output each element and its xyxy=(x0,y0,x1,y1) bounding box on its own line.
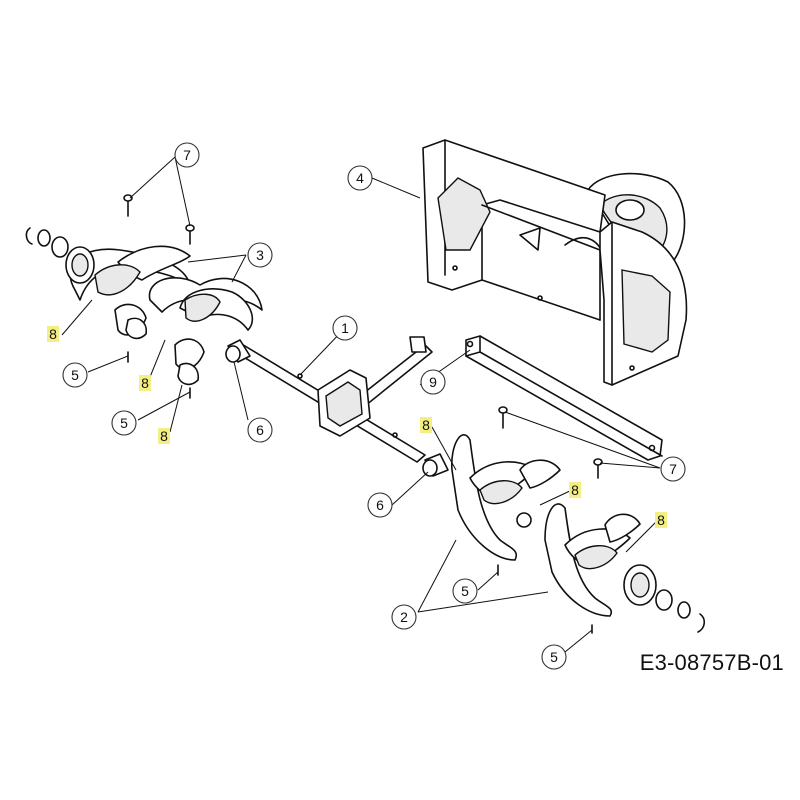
callout-label: 5 xyxy=(120,415,128,431)
callout-8-f: 8 xyxy=(655,512,667,528)
callout-5-lower-left: 5 xyxy=(111,410,137,436)
callout-label: 6 xyxy=(256,422,264,438)
callout-5-upper-left: 5 xyxy=(62,362,88,388)
callout-label: 8 xyxy=(571,482,579,498)
right-auger-assembly xyxy=(451,406,706,634)
left-auger-assembly xyxy=(25,194,263,399)
auger-shaft xyxy=(231,336,433,463)
callout-8-e: 8 xyxy=(569,482,581,498)
callout-label: 7 xyxy=(183,147,191,163)
callout-8-c: 8 xyxy=(158,428,170,444)
callout-7-top: 7 xyxy=(174,142,200,168)
callout-label: 8 xyxy=(49,326,57,342)
callout-5-right-lower: 5 xyxy=(541,644,567,670)
callout-label: 5 xyxy=(71,367,79,383)
callout-5-right-upper: 5 xyxy=(452,578,478,604)
callout-8-b: 8 xyxy=(139,375,151,391)
auger-housing xyxy=(422,139,688,386)
callout-label: 8 xyxy=(160,428,168,444)
bushing-left xyxy=(225,339,251,363)
callout-label: 8 xyxy=(141,375,149,391)
callout-3: 3 xyxy=(247,242,273,268)
callout-label: 5 xyxy=(550,649,558,665)
bushing-right xyxy=(422,453,449,477)
callout-4: 4 xyxy=(347,165,373,191)
callout-label: 6 xyxy=(376,497,384,513)
callout-6-right: 6 xyxy=(367,492,393,518)
drawing-code: E3-08757B-01 xyxy=(639,650,784,675)
callout-label: 8 xyxy=(657,512,665,528)
callout-label: 5 xyxy=(461,583,469,599)
callout-label: 7 xyxy=(669,461,677,477)
callout-label: 3 xyxy=(256,247,264,263)
callout-label: 4 xyxy=(356,170,364,186)
callout-label: 9 xyxy=(429,374,437,390)
callout-1: 1 xyxy=(332,315,358,341)
callout-6-left: 6 xyxy=(247,417,273,443)
callout-2: 2 xyxy=(391,604,417,630)
callout-label: 2 xyxy=(400,609,408,625)
callout-label: 1 xyxy=(341,320,349,336)
callout-label: 8 xyxy=(422,417,430,433)
callout-9: 9 xyxy=(420,369,446,395)
scraper-bar xyxy=(465,335,663,461)
callout-7-right: 7 xyxy=(660,456,686,482)
callout-8-d: 8 xyxy=(420,417,432,433)
leader-lines xyxy=(61,156,661,653)
callout-8-a: 8 xyxy=(47,326,59,342)
